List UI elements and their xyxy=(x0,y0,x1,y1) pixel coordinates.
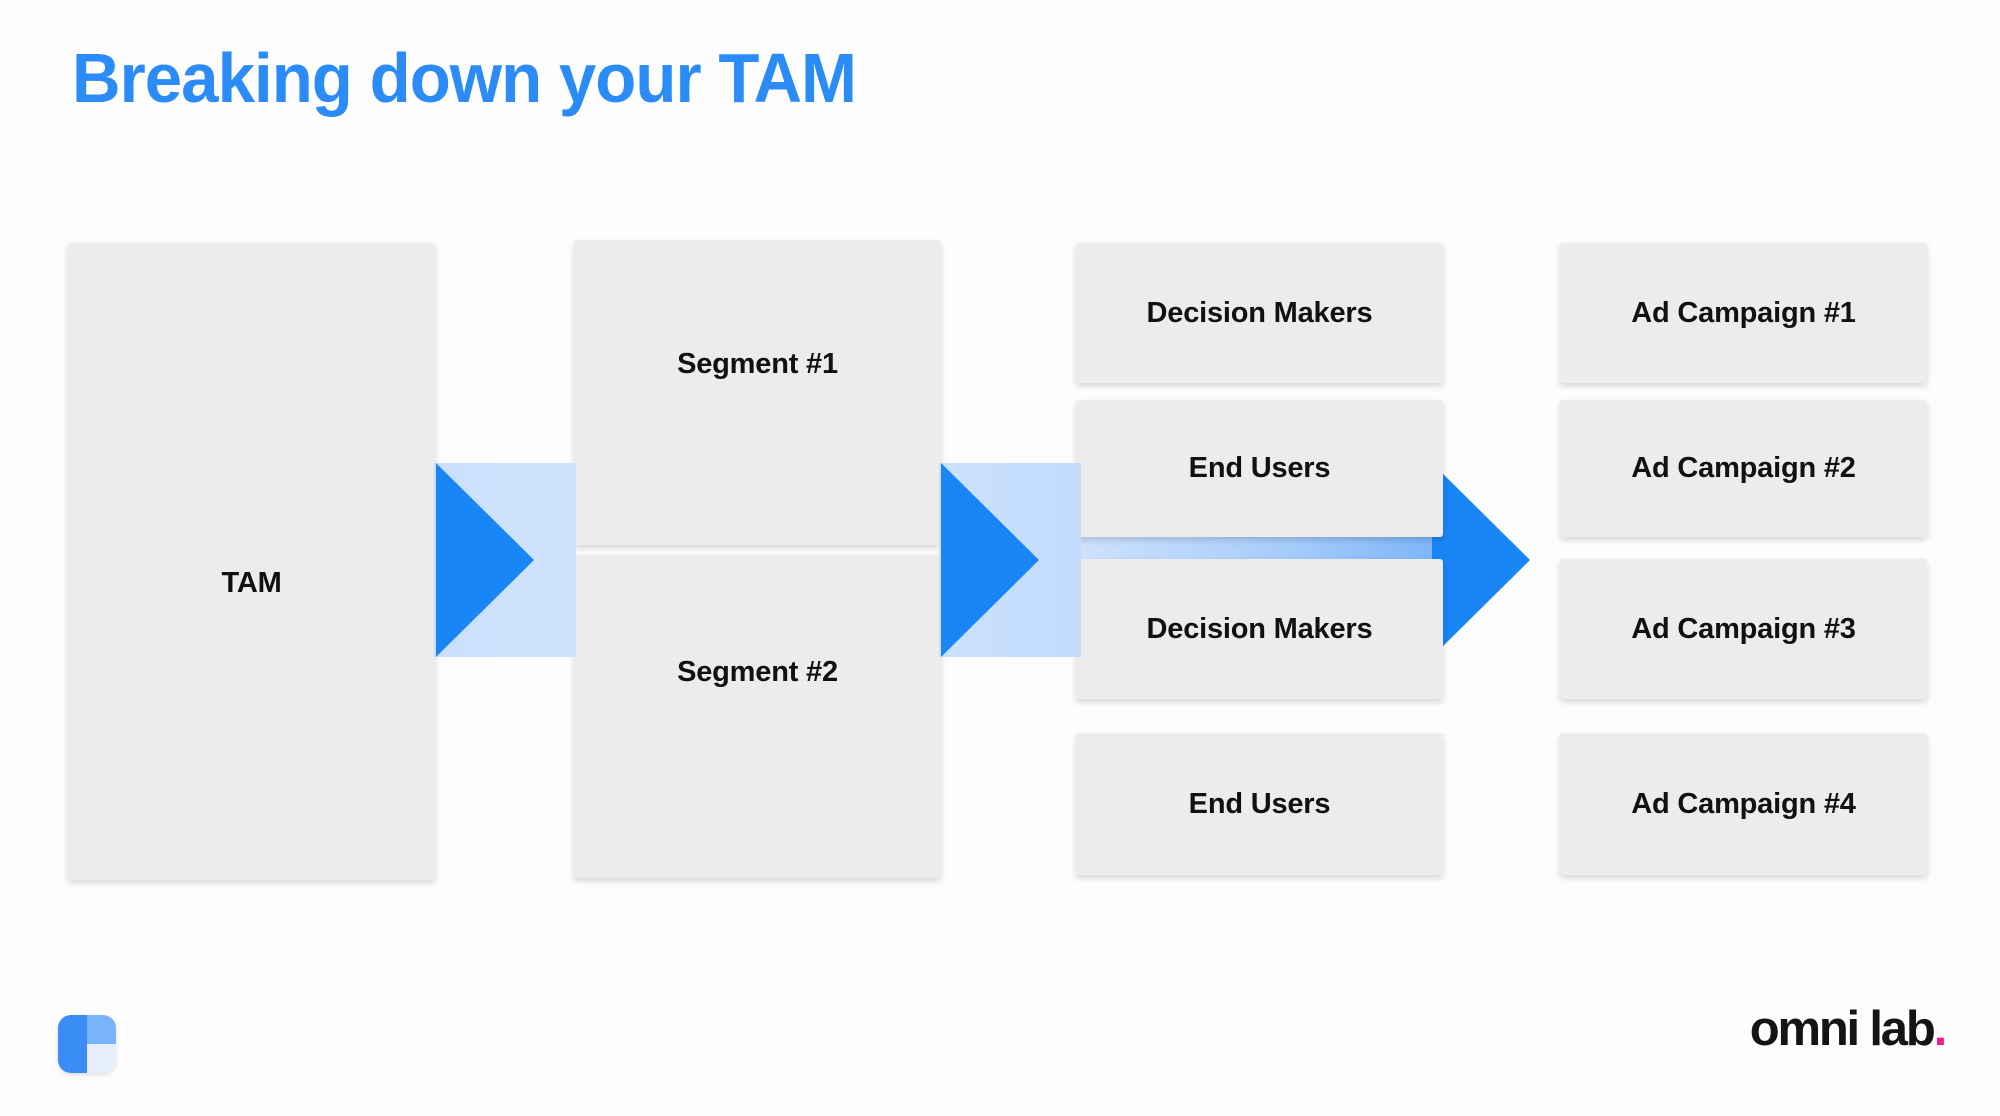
node-box-persona-2[interactable]: End Users xyxy=(1076,400,1443,537)
node-label: End Users xyxy=(1188,452,1331,484)
node-box-persona-3[interactable]: Decision Makers xyxy=(1076,559,1443,699)
brand-wordmark: omni lab. xyxy=(1749,1001,1948,1057)
logo-left-block xyxy=(58,1015,87,1073)
node-box-segment-1[interactable]: Segment #1 xyxy=(574,240,941,545)
arrow-tam-to-segments xyxy=(434,463,576,657)
wordmark-text: omni lab xyxy=(1749,1002,1936,1056)
node-label: Ad Campaign #1 xyxy=(1631,296,1856,329)
node-box-segment-2[interactable]: Segment #2 xyxy=(574,555,941,878)
node-box-campaign-1[interactable]: Ad Campaign #1 xyxy=(1560,243,1927,383)
node-box-persona-1[interactable]: Decision Makers xyxy=(1076,243,1443,383)
logo-top-right-block xyxy=(87,1015,116,1044)
node-label: Ad Campaign #4 xyxy=(1631,787,1856,820)
node-label: Ad Campaign #2 xyxy=(1631,452,1856,484)
page-title: Breaking down your TAM xyxy=(72,39,857,117)
node-label: TAM xyxy=(221,567,282,599)
node-box-campaign-2[interactable]: Ad Campaign #2 xyxy=(1560,400,1927,537)
node-label: Ad Campaign #3 xyxy=(1631,612,1856,645)
node-box-campaign-4[interactable]: Ad Campaign #4 xyxy=(1560,733,1927,875)
node-box-tam[interactable]: TAM xyxy=(68,243,435,880)
node-label: End Users xyxy=(1188,787,1331,820)
logo-bottom-right-block xyxy=(87,1044,116,1073)
node-label: Segment #2 xyxy=(677,656,838,688)
node-label: Segment #1 xyxy=(677,348,838,380)
node-box-persona-4[interactable]: End Users xyxy=(1076,733,1443,875)
wordmark-dot: . xyxy=(1933,1002,1948,1056)
omni-lab-logo-icon xyxy=(58,1015,116,1073)
arrow-segments-to-personas xyxy=(939,463,1081,657)
node-label: Decision Makers xyxy=(1146,296,1373,329)
node-label: Decision Makers xyxy=(1146,612,1373,645)
node-box-campaign-3[interactable]: Ad Campaign #3 xyxy=(1560,559,1927,699)
